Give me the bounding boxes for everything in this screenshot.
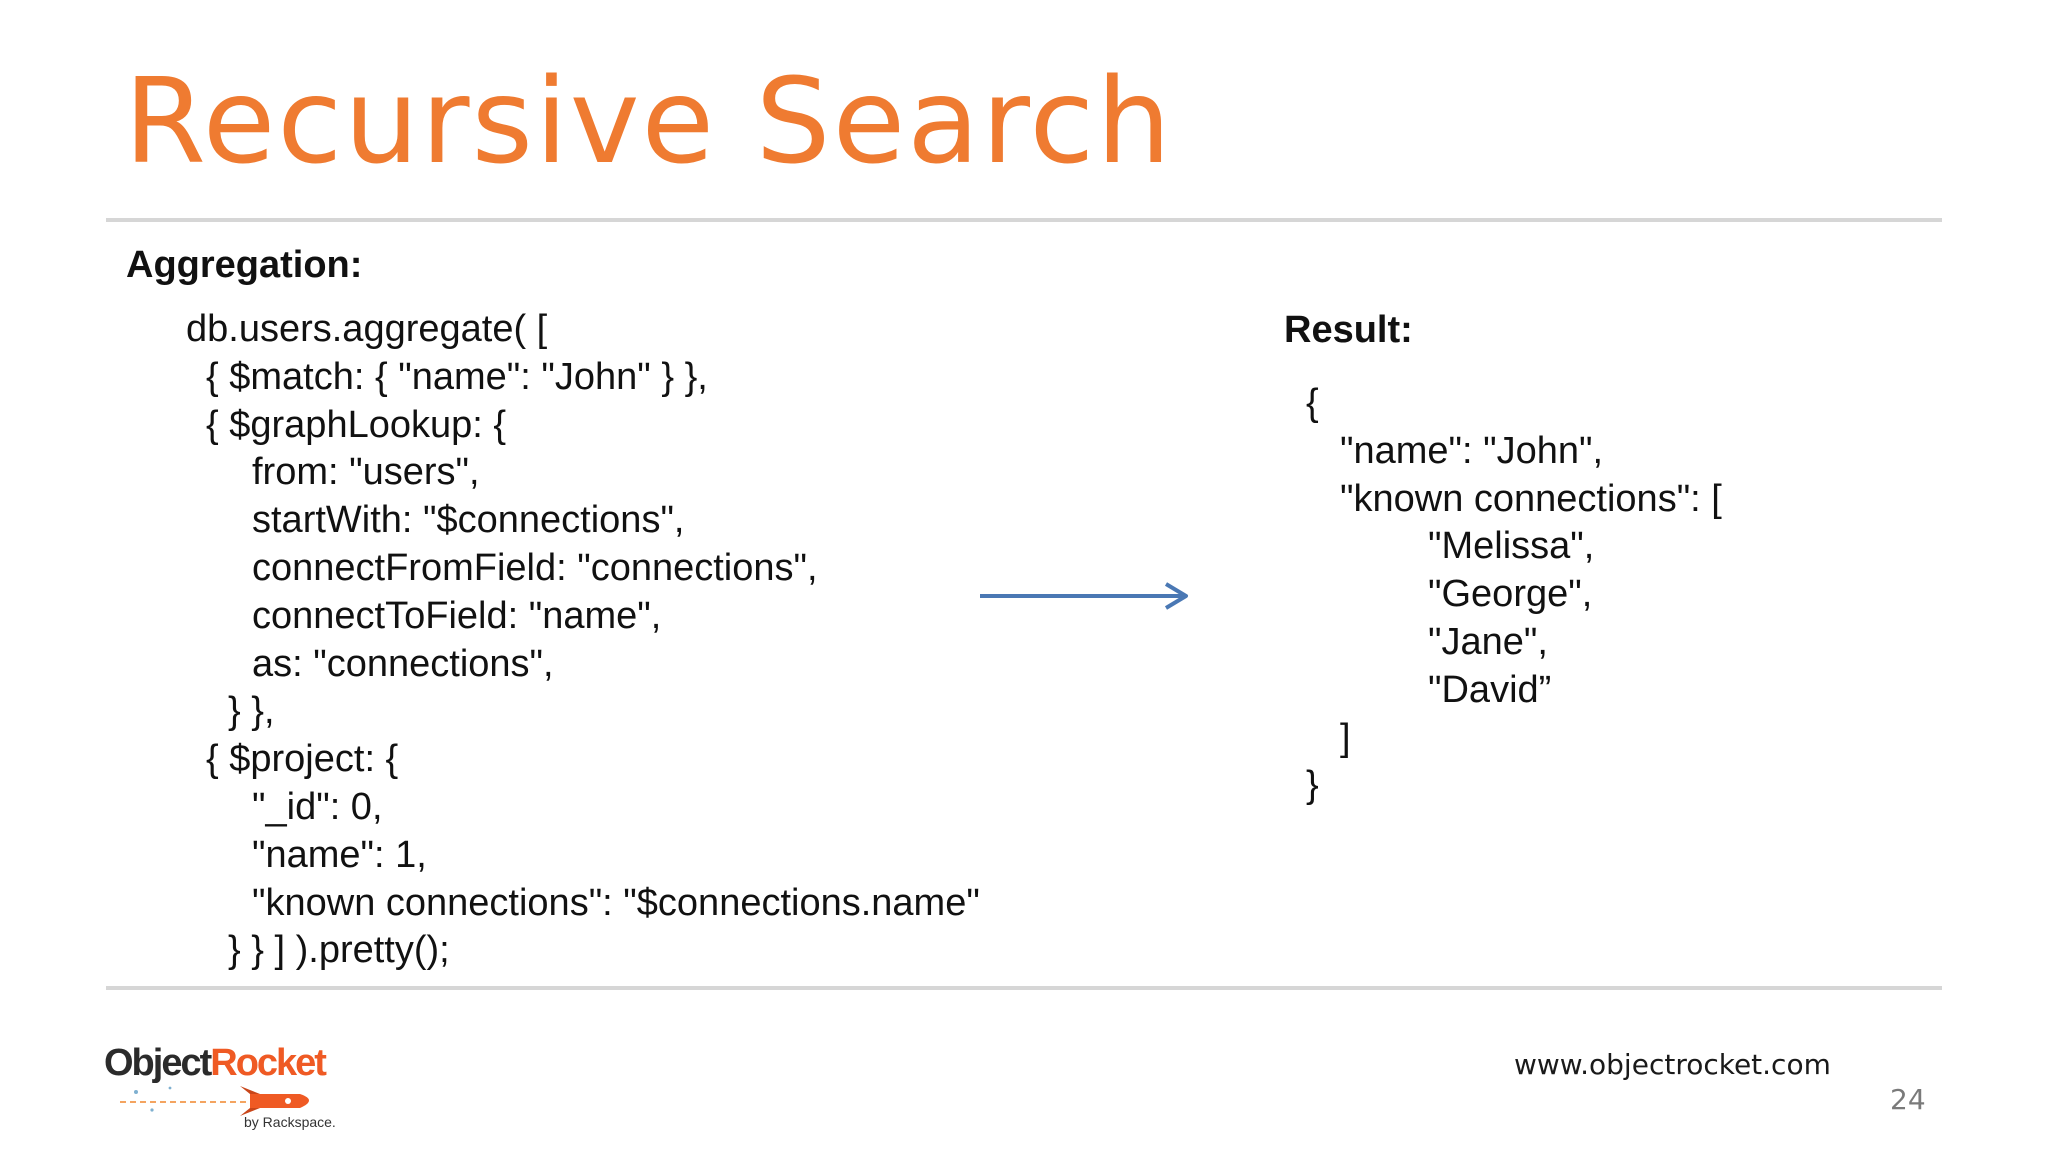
code-line: { $graphLookup: { [206,403,507,446]
code-line: db.users.aggregate( [ [186,308,548,350]
code-line: } }, [228,690,275,733]
code-line: "known connections": [ [1340,477,1722,520]
code-line: "name": 1, [252,833,427,876]
code-line: "David” [1428,668,1552,711]
code-line: { $match: { "name": "John" } }, [206,355,708,398]
objectrocket-logo: ObjectRocket by Rackspace. [100,1040,350,1130]
aggregation-code-block: db.users.aggregate( [ { $match: { "name"… [0,306,980,975]
rocket-icon [120,1086,309,1116]
code-line: { $project: { [206,738,399,781]
page-number: 24 [1890,1083,1926,1116]
code-line: } [1306,764,1319,807]
logo-wordmark: ObjectRocket [104,1042,327,1085]
right-arrow-icon [980,582,1188,610]
code-line: as: "connections", [252,642,554,685]
slide-title: Recursive Search [124,52,1174,190]
aggregation-heading: Aggregation: [126,244,363,286]
code-line: ] [1340,716,1351,759]
code-line: "George", [1428,573,1593,616]
code-line: connectToField: "name", [252,594,662,637]
bottom-divider [106,986,1942,990]
code-line: } } ] ).pretty(); [228,929,450,972]
code-line: "known connections": "$connections.name" [252,881,980,924]
code-line: from: "users", [252,451,480,494]
code-line: "Melissa", [1428,525,1595,568]
result-heading: Result: [1284,309,1413,351]
code-line: "name": "John", [1340,429,1604,472]
logo-word-rocket: Rocket [210,1042,327,1084]
code-line: "_id": 0, [252,785,383,828]
footer-url: www.objectrocket.com [1514,1048,1831,1081]
code-line: connectFromField: "connections", [252,546,818,589]
code-line: { [1306,382,1319,424]
code-line: "Jane", [1428,620,1548,663]
result-code-block: { "name": "John", "known connections": [… [0,380,1722,810]
logo-byline: by Rackspace. [244,1114,336,1130]
code-line: startWith: "$connections", [252,499,685,542]
logo-word-object: Object [104,1042,212,1084]
top-divider [106,218,1942,222]
